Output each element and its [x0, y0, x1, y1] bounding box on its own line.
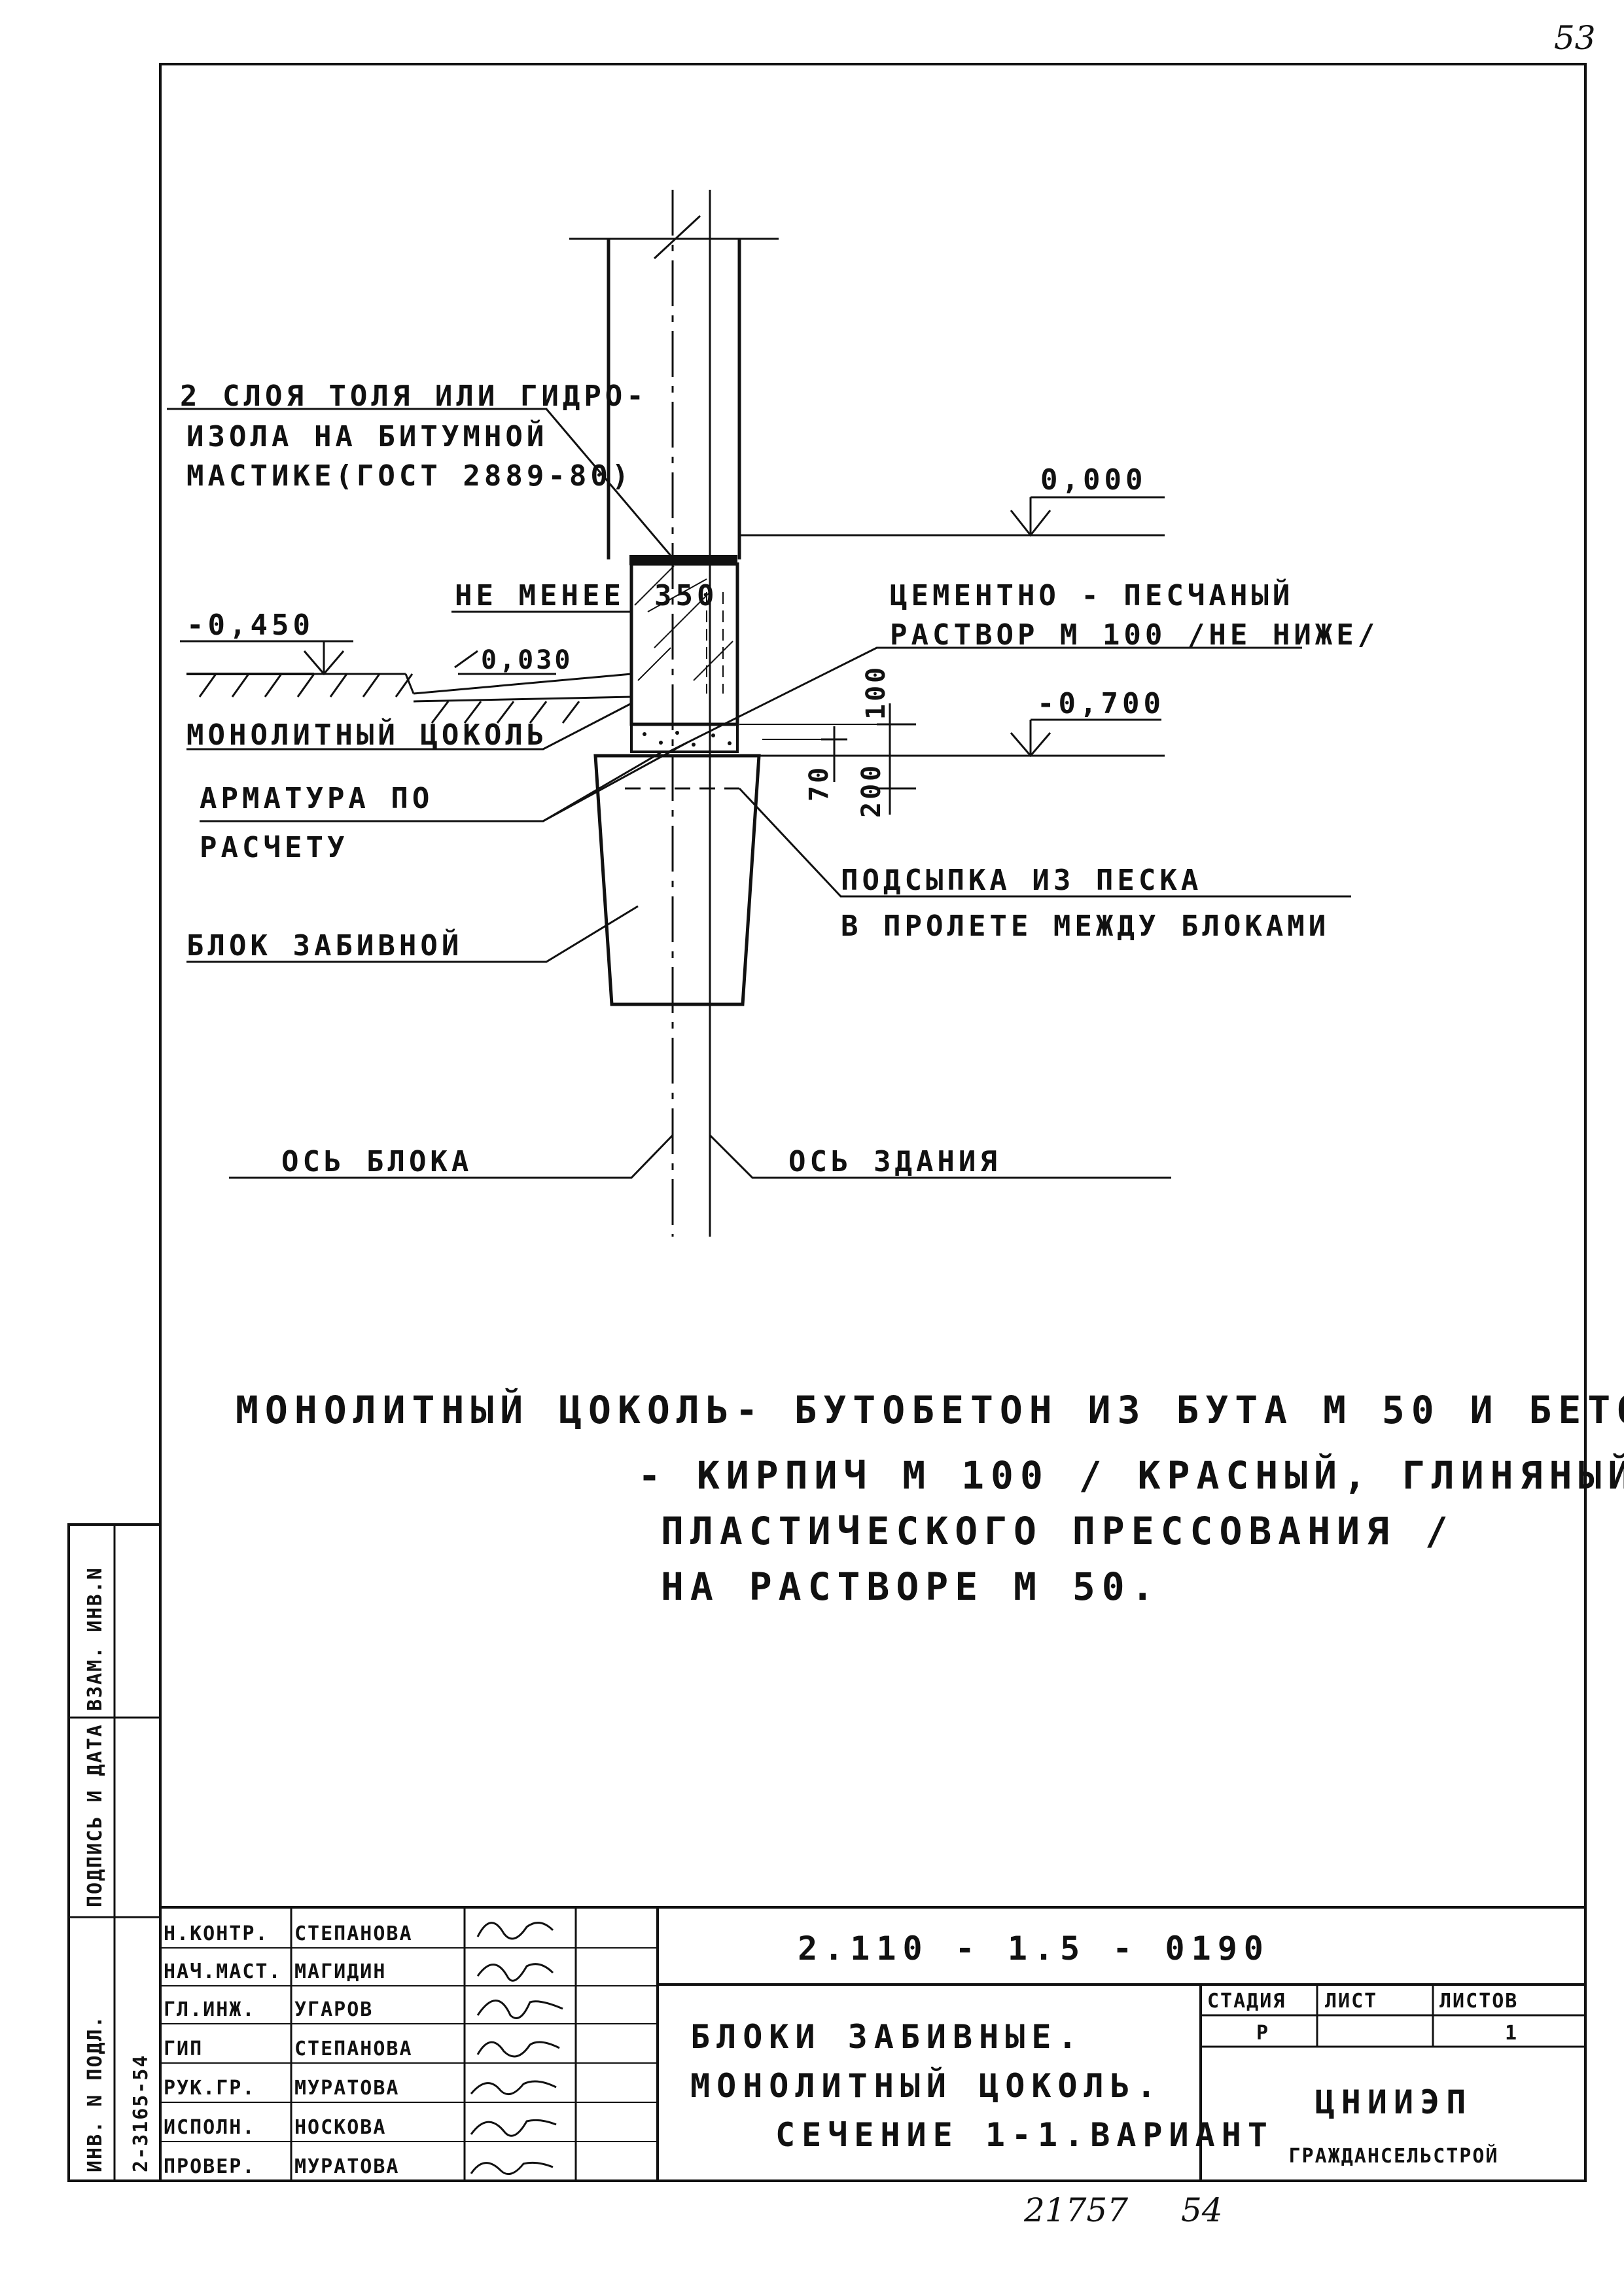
cement-sand-mortar-layer [630, 723, 739, 753]
leader-waterproofing [167, 408, 675, 560]
note-line-4: НА РАСТВОРЕ М 50. [661, 1564, 1161, 1609]
tb-sheets-value: 1 [1505, 2022, 1518, 2045]
section-drawing: 2 СЛОЯ ТОЛЯ ИЛИ ГИДРО- ИЗОЛА НА БИТУМНОЙ… [167, 190, 1379, 1237]
label-driven-block: БЛОК ЗАБИВНОЙ [186, 928, 463, 962]
label-waterproofing-3: МАСТИКЕ(ГОСТ 2889-80) [186, 459, 633, 493]
stamp-interchange-inv: ВЗАМ. ИНВ.N [84, 1566, 107, 1711]
leader-sand-fill [738, 787, 1351, 898]
leader-plinth [186, 702, 632, 750]
label-reinforcement-1: АРМАТУРА ПО [200, 782, 433, 815]
tb-name-1: МАГИДИН [294, 1960, 386, 1983]
tb-org-name: ЦНИИЭП [1315, 2083, 1473, 2121]
stamp-signature-date: ПОДПИСЬ И ДАТА [84, 1723, 107, 1907]
label-building-axis: ОСЬ ЗДАНИЯ [788, 1145, 1001, 1178]
level-m0450-label: -0,450 [186, 609, 314, 642]
dim-100-label: 100 [861, 665, 891, 720]
tb-title-3: СЕЧЕНИЕ 1-1.ВАРИАНТ [775, 2116, 1274, 2154]
label-mortar-1: ЦЕМЕНТНО - ПЕСЧАНЫЙ [890, 578, 1294, 612]
sheet-page-number: 53 [1554, 19, 1596, 57]
tb-name-6: МУРАТОВА [294, 2155, 400, 2178]
dim-350-tick [647, 578, 707, 612]
tb-sheets-header: ЛИСТОВ [1439, 1990, 1518, 2013]
drawing-frame [159, 63, 1587, 2182]
ground-step [404, 673, 415, 694]
tb-role-3: ГИП [164, 2038, 203, 2060]
label-waterproofing-2: ИЗОЛА НА БИТУМНОЙ [186, 419, 548, 453]
label-reinforcement-2: РАСЧЕТУ [200, 831, 348, 864]
tb-name-3: СТЕПАНОВА [294, 2038, 413, 2060]
side-stamp: ВЗАМ. ИНВ.N ПОДПИСЬ И ДАТА ИНВ. N ПОДЛ. … [67, 1523, 162, 2182]
leader-reinforcement-2 [542, 751, 662, 822]
leader-block [186, 905, 639, 963]
note-line-2: - КИРПИЧ М 100 / КРАСНЫЙ, ГЛИНЯНЫЙ [638, 1453, 1624, 1498]
label-mortar-2: РАСТВОР М 100 /НЕ НИЖЕ/ [890, 618, 1379, 652]
level-0030-leader [454, 650, 478, 669]
label-waterproofing-1: 2 СЛОЯ ТОЛЯ ИЛИ ГИДРО- [180, 379, 648, 413]
wall-break-mark [653, 215, 701, 260]
level-m0700-label: -0,700 [1037, 687, 1165, 720]
tb-name-5: НОСКОВА [294, 2116, 386, 2139]
dim-70-label: 70 [804, 765, 834, 802]
archive-page: 54 [1181, 2191, 1223, 2229]
driven-block [593, 754, 761, 1006]
tb-role-2: ГЛ.ИНЖ. [164, 1998, 255, 2021]
note-line-3: ПЛАСТИЧЕСКОГО ПРЕССОВАНИЯ / [661, 1509, 1455, 1553]
tb-name-2: УГАРОВ [294, 1998, 373, 2021]
label-plinth: МОНОЛИТНЫЙ ЦОКОЛЬ [186, 717, 548, 752]
dim-200-label: 200 [856, 763, 887, 818]
tb-name-4: МУРАТОВА [294, 2077, 400, 2100]
handwritten-signatures [470, 1922, 563, 2176]
tb-role-4: РУК.ГР. [164, 2077, 255, 2100]
tb-role-0: Н.КОНТР. [164, 1922, 269, 1945]
tb-role-1: НАЧ.МАСТ. [164, 1960, 282, 1983]
label-sand-fill-1: ПОДСЫПКА ИЗ ПЕСКА [841, 864, 1202, 897]
tb-document-code: 2.110 - 1.5 - 0190 [798, 1930, 1270, 1968]
tb-role-6: ПРОВЕР. [164, 2155, 255, 2178]
tb-role-5: ИСПОЛН. [164, 2116, 255, 2139]
tb-title-1: БЛОКИ ЗАБИВНЫЕ. [690, 2018, 1084, 2056]
plinth-hatching [634, 565, 733, 694]
mortar-dots [643, 731, 732, 747]
tb-org-subname: ГРАЖДАНСЕЛЬСТРОЙ [1289, 2144, 1499, 2168]
label-350: 350 [654, 579, 718, 612]
leader-mortar [667, 646, 1302, 754]
level-0030-label: 0,030 [481, 645, 573, 675]
label-min-size: НЕ МЕНЕЕ [455, 579, 625, 612]
tb-stage-header: СТАДИЯ [1207, 1990, 1286, 2013]
tb-sheet-header: ЛИСТ [1325, 1990, 1377, 2013]
leader-building-axis [709, 1134, 1171, 1179]
notes-block: МОНОЛИТНЫЙ ЦОКОЛЬ- БУТОБЕТОН ИЗ БУТА М 5… [236, 1387, 1624, 1609]
label-sand-fill-2: В ПРОЛЕТЕ МЕЖДУ БЛОКАМИ [841, 909, 1330, 943]
archive-number: 21757 [1023, 2191, 1128, 2229]
ground-hatching [198, 673, 580, 724]
tb-title-2: МОНОЛИТНЫЙ ЦОКОЛЬ. [690, 2066, 1163, 2105]
pavement-bottom [413, 696, 632, 703]
stamp-inv-original: ИНВ. N ПОДЛ. [84, 2015, 107, 2172]
note-line-1: МОНОЛИТНЫЙ ЦОКОЛЬ- БУТОБЕТОН ИЗ БУТА М 5… [236, 1387, 1624, 1432]
pavement-top [413, 673, 632, 695]
label-block-axis: ОСЬ БЛОКА [281, 1145, 472, 1178]
level-0-label: 0,000 [1040, 463, 1146, 497]
stamp-inv-number: 2-3165-54 [130, 2054, 152, 2172]
title-block: Н.КОНТР. СТЕПАНОВА НАЧ.МАСТ. МАГИДИН ГЛ.… [160, 1906, 1585, 2181]
tb-stage-value: Р [1256, 2022, 1269, 2045]
leader-block-axis [229, 1134, 674, 1179]
tb-name-0: СТЕПАНОВА [294, 1922, 413, 1945]
